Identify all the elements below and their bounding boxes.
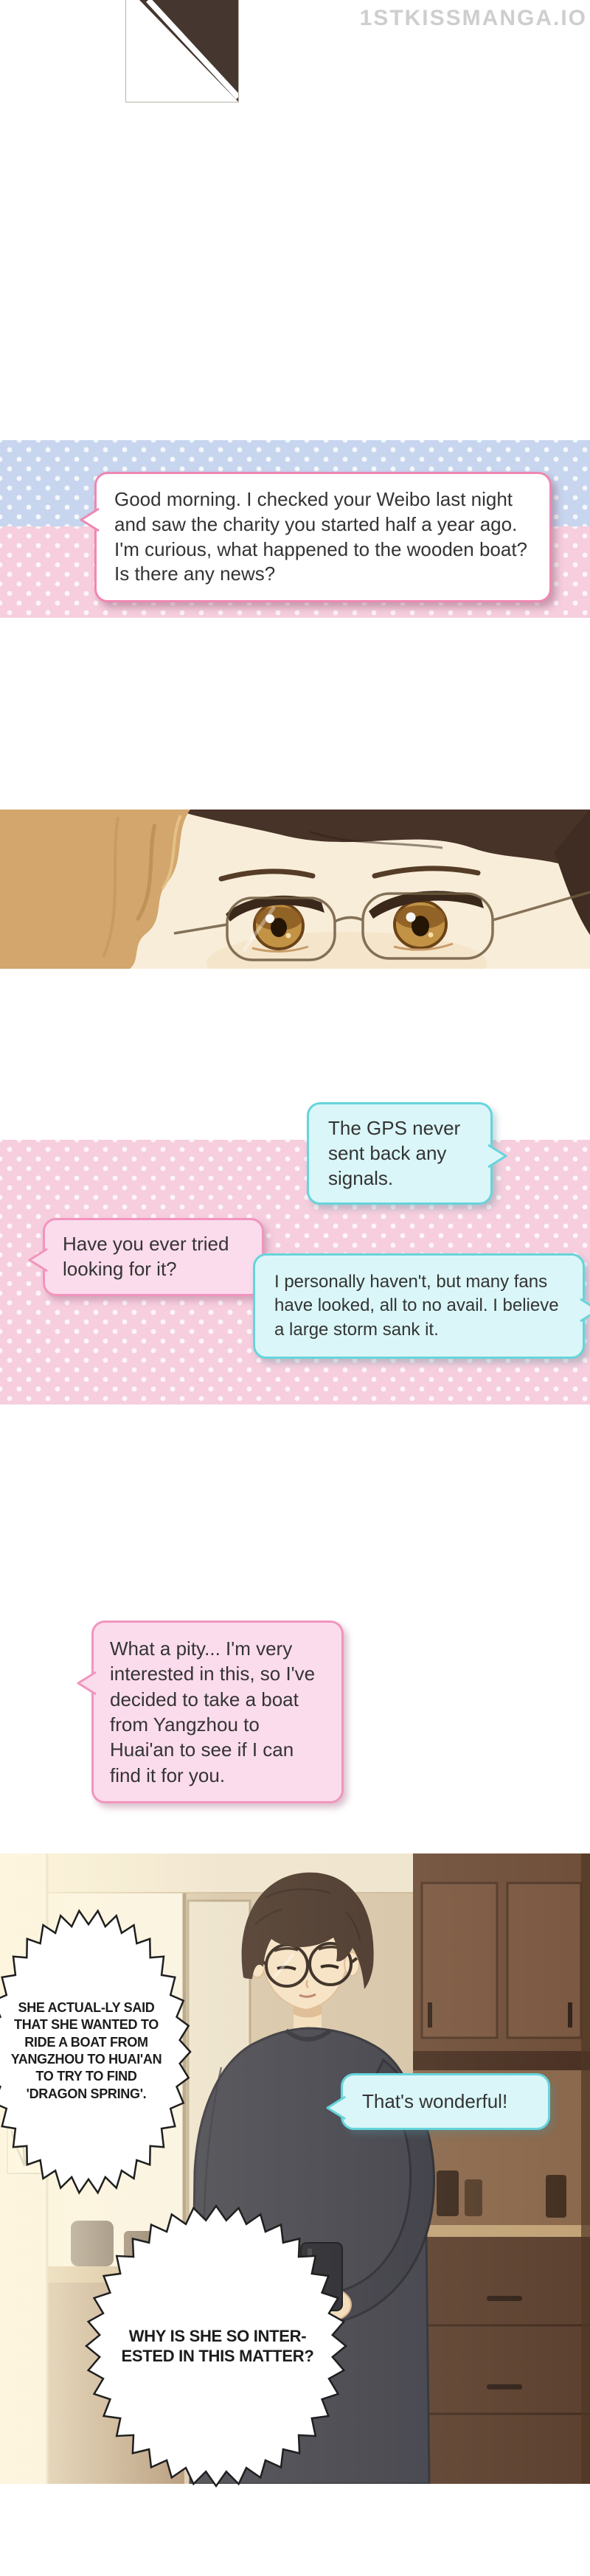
site-watermark: 1STKISSMANGA.IO xyxy=(359,6,587,30)
chat-bubble-pity-text: What a pity... I'm very interested in th… xyxy=(110,1637,316,1786)
chat-bubble-wonderful: That's wonderful! xyxy=(326,2073,550,2131)
thought-text: WHY IS SHE SO INTER-ESTED IN THIS MATTER… xyxy=(121,2326,314,2366)
right-eyebrow xyxy=(372,866,481,879)
burst-narration-text: SHE ACTUAL-LY SAID THAT SHE WANTED TO RI… xyxy=(4,1946,168,2156)
torn-panel-fragment xyxy=(125,0,240,102)
chat-bubble-wonderful-text: That's wonderful! xyxy=(362,2090,508,2112)
chat-bubble-greeting-text: Good morning. I checked your Weibo last … xyxy=(114,488,528,585)
right-eye xyxy=(369,891,484,951)
manga-panel-eyes xyxy=(0,810,590,969)
chat-bubble-greeting: Good morning. I checked your Weibo last … xyxy=(80,472,552,603)
eyes-illustration xyxy=(0,810,590,969)
chat-bubble-tried-text: Have you ever tried looking for it? xyxy=(63,1233,229,1280)
bubble-tail-left xyxy=(80,507,100,532)
burst-bubble-narration xyxy=(0,1909,192,2195)
light-hair xyxy=(0,810,190,969)
chat-bubble-gps-text: The GPS never sent back any signals. xyxy=(328,1117,461,1189)
panel-fragment-art xyxy=(139,0,240,102)
chat-bubble-fans-text: I personally haven't, but many fans have… xyxy=(274,1272,559,1340)
diagonal-gap xyxy=(146,0,240,100)
chat-bubble-pity: What a pity... I'm very interested in th… xyxy=(77,1621,344,1803)
bubble-tail-right xyxy=(487,1143,507,1169)
bubble-tail-left xyxy=(326,2095,346,2120)
chat-bubble-tried: Have you ever tried looking for it? xyxy=(28,1218,264,1296)
glasses xyxy=(173,891,590,961)
bubble-tail-left xyxy=(28,1247,48,1273)
burst-bubble-thought xyxy=(85,2204,347,2488)
burst-thought-text: WHY IS SHE SO INTER-ESTED IN THIS MATTER… xyxy=(118,2280,317,2412)
left-eyebrow xyxy=(218,868,316,882)
bubble-tail-right xyxy=(580,1298,590,1323)
bubble-tail-left xyxy=(77,1671,97,1696)
dark-triangle-shape xyxy=(139,0,238,102)
left-eye xyxy=(226,895,324,953)
narration-text: SHE ACTUAL-LY SAID THAT SHE WANTED TO RI… xyxy=(10,1999,162,2101)
dark-hair xyxy=(176,810,590,874)
chat-bubble-fans: I personally haven't, but many fans have… xyxy=(253,1253,590,1360)
chat-bubble-gps: The GPS never sent back any signals. xyxy=(307,1102,507,1205)
